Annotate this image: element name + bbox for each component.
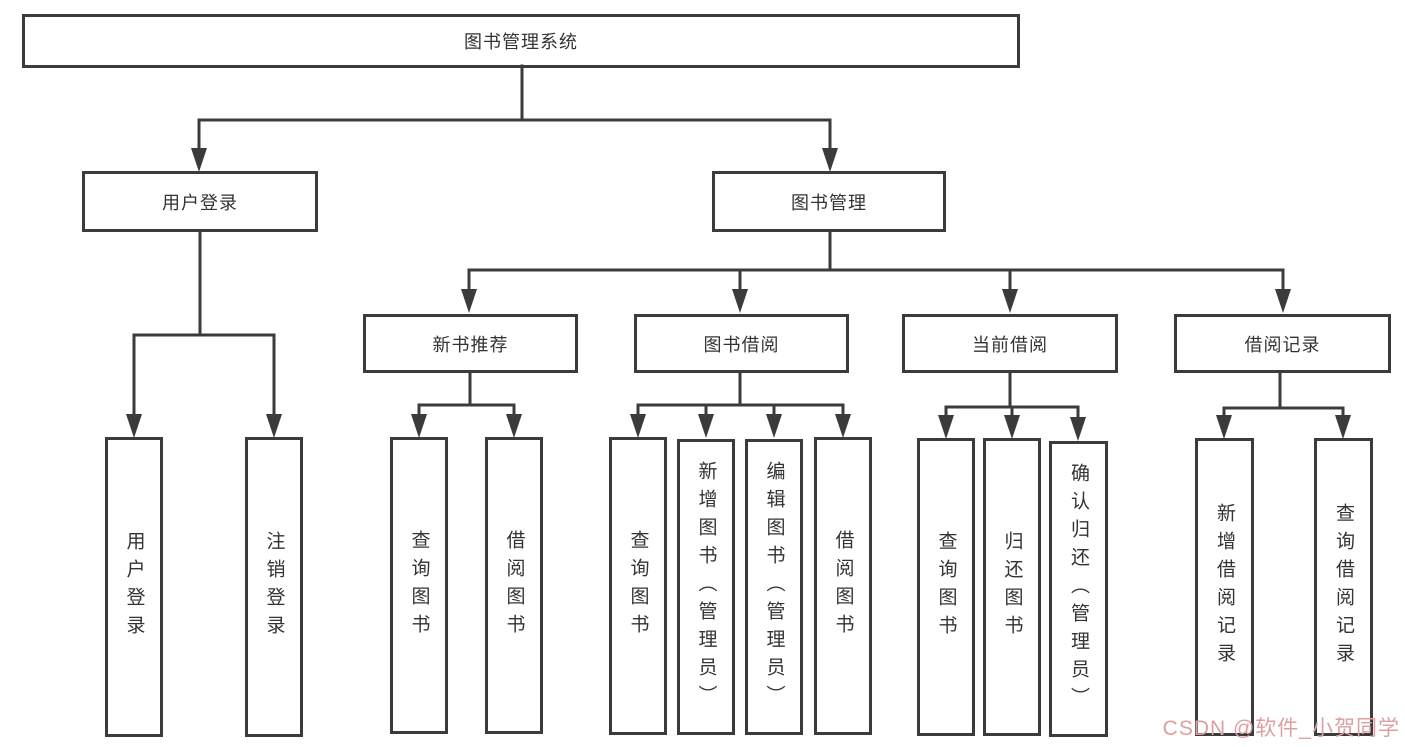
leaf-edit-book-label: 编辑图书（管理员） [763, 461, 785, 713]
node-user-login-label: 用户登录 [162, 192, 238, 213]
leaf-confirm-return-label: 确认归还（管理员） [1068, 463, 1089, 715]
node-book-borrow: 图书借阅 [634, 314, 849, 373]
node-borrow-records-label: 借阅记录 [1244, 334, 1321, 355]
leaf-borrow-book-new: 借阅图书 [485, 437, 543, 734]
leaf-user-login: 用户登录 [105, 437, 163, 737]
leaf-add-book-label: 新增图书（管理员） [695, 461, 717, 713]
node-borrow-records: 借阅记录 [1174, 314, 1391, 373]
leaf-query-book-borrow-label: 查询图书 [627, 530, 649, 642]
leaf-add-borrow-record: 新增借阅记录 [1195, 438, 1254, 736]
leaf-logout: 注销登录 [245, 437, 303, 737]
leaf-logout-label: 注销登录 [263, 531, 285, 643]
node-root: 图书管理系统 [22, 14, 1020, 68]
leaf-confirm-return: 确认归还（管理员） [1049, 441, 1108, 737]
leaf-query-book-new: 查询图书 [390, 437, 448, 734]
leaf-borrow-book-label: 借阅图书 [832, 530, 854, 642]
node-current-borrow-label: 当前借阅 [972, 334, 1048, 355]
connector-paths [132, 64, 1345, 430]
node-new-book-rec: 新书推荐 [363, 314, 578, 373]
leaf-query-book-current: 查询图书 [917, 438, 975, 736]
leaf-query-book-current-label: 查询图书 [935, 531, 957, 643]
leaf-return-book: 归还图书 [983, 438, 1041, 736]
leaf-return-book-label: 归还图书 [1001, 531, 1023, 643]
node-current-borrow: 当前借阅 [902, 314, 1118, 373]
leaf-edit-book: 编辑图书（管理员） [745, 439, 803, 735]
node-book-mgmt: 图书管理 [712, 171, 946, 232]
leaf-borrow-book: 借阅图书 [814, 437, 872, 735]
node-book-mgmt-label: 图书管理 [791, 192, 867, 213]
leaf-add-borrow-record-label: 新增借阅记录 [1214, 503, 1235, 671]
leaf-query-borrow-record: 查询借阅记录 [1314, 438, 1373, 736]
node-user-login: 用户登录 [82, 171, 318, 232]
node-root-label: 图书管理系统 [464, 32, 578, 52]
leaf-query-borrow-record-label: 查询借阅记录 [1333, 503, 1354, 671]
leaf-query-book-borrow: 查询图书 [609, 437, 667, 735]
node-new-book-rec-label: 新书推荐 [432, 334, 509, 355]
leaf-user-login-label: 用户登录 [123, 531, 145, 643]
watermark: CSDN @软件_小贺同学 [1162, 717, 1400, 740]
leaf-borrow-book-new-label: 借阅图书 [503, 529, 525, 642]
node-book-borrow-label: 图书借阅 [703, 334, 780, 355]
leaf-query-book-new-label: 查询图书 [408, 529, 430, 642]
leaf-add-book: 新增图书（管理员） [677, 439, 735, 735]
